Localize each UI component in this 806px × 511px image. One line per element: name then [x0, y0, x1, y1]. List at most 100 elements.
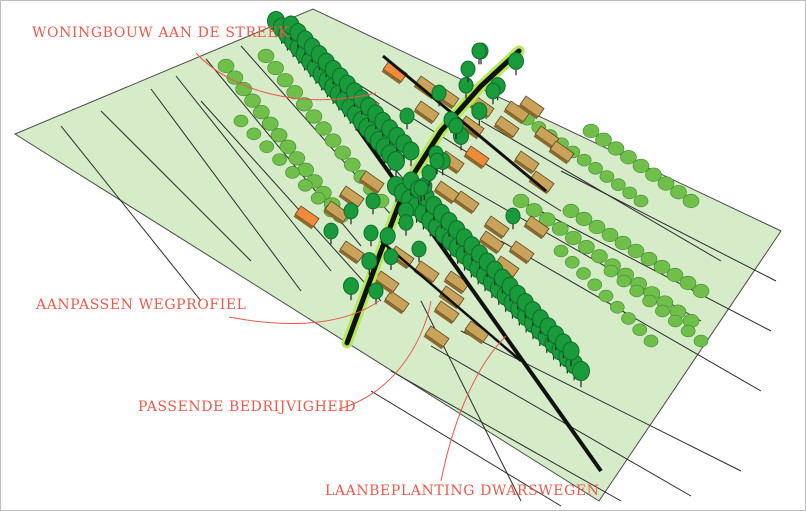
- hedge-icon: [525, 203, 543, 218]
- label-leader-lines: [195, 52, 507, 482]
- house-block-icon: [433, 300, 460, 325]
- leader-line: [195, 52, 377, 101]
- hedge-icon: [632, 158, 650, 174]
- hedge-icon: [551, 221, 569, 236]
- tree-icon: [508, 52, 524, 76]
- tree-icon: [402, 141, 420, 167]
- cross-road: [382, 54, 547, 193]
- hedge-icon: [653, 259, 671, 275]
- hedge-icon: [564, 256, 580, 269]
- hedge-icon: [680, 324, 696, 338]
- hedge-icon: [666, 267, 684, 283]
- tree-icon: [562, 341, 580, 367]
- hedge-icon: [609, 300, 625, 314]
- tree-icon: [361, 252, 378, 276]
- hedge-icon: [610, 178, 626, 191]
- tree-icon: [323, 222, 339, 245]
- hedge-icon: [226, 70, 244, 85]
- hedge-icon: [627, 243, 645, 259]
- tree-icon: [411, 240, 427, 263]
- house-block-icon: [423, 325, 450, 350]
- hedge-icon: [640, 251, 658, 267]
- tree-icon: [387, 150, 405, 178]
- tree-icon: [429, 152, 445, 175]
- house-block-icon: [373, 270, 400, 295]
- house-block-icon: [463, 145, 490, 170]
- field-line: [430, 345, 692, 497]
- hedge-icon: [588, 219, 606, 235]
- hedge-icon: [693, 334, 709, 348]
- hedge-icon: [575, 211, 593, 227]
- hedge-icon: [259, 140, 275, 153]
- hedge-icon: [562, 203, 580, 219]
- house-block-icon: [358, 170, 385, 195]
- house-block-icon: [413, 100, 440, 125]
- field-line: [100, 110, 252, 262]
- hedge-icon: [565, 230, 582, 246]
- tree-icon: [383, 248, 399, 271]
- hedge-icon: [285, 166, 300, 179]
- tree-rows: [267, 10, 590, 388]
- hedge-icon: [621, 312, 636, 325]
- field-line: [480, 120, 722, 262]
- hedge-icon: [288, 151, 306, 166]
- house-block-icon: [483, 215, 510, 240]
- hedge-icon: [315, 121, 332, 136]
- field-line: [560, 170, 777, 282]
- tree-icon: [399, 107, 415, 130]
- hedge-icon: [270, 128, 288, 143]
- tree-icon: [365, 192, 381, 215]
- hedge-icon: [667, 314, 683, 328]
- hedge-icon: [261, 116, 279, 131]
- hedge-icon: [598, 289, 614, 303]
- tree-icon: [448, 117, 464, 140]
- hedge-icon: [595, 132, 612, 147]
- house-block-icon: [548, 140, 575, 165]
- hedge-icon: [538, 212, 556, 227]
- hedge-icon: [553, 244, 569, 258]
- hedge-icon: [244, 93, 261, 108]
- hedge-icon: [253, 105, 270, 120]
- hedge-icon: [297, 162, 314, 177]
- tree-icon: [471, 102, 488, 126]
- hedge-icon: [642, 294, 657, 308]
- tree-icon: [398, 214, 414, 236]
- hedge-icon: [324, 133, 342, 148]
- hedge-icon: [622, 186, 637, 200]
- house-block-icon: [508, 240, 535, 265]
- hedge-icon: [599, 170, 615, 183]
- label-woningbouw: WONINGBOUW AAN DE STREEK: [32, 25, 290, 41]
- hedge-icon: [632, 323, 648, 336]
- field-line: [200, 100, 382, 302]
- hedge-icon: [607, 141, 625, 156]
- leader-line: [228, 300, 380, 325]
- hedge-icon: [616, 274, 632, 288]
- hedge-icon: [655, 304, 670, 318]
- label-laanbeplanting: LAANBEPLANTING DWARSWEGEN: [325, 483, 600, 499]
- hedge-icon: [310, 191, 326, 205]
- hedge-icon: [620, 150, 637, 165]
- house-block-icon: [493, 115, 520, 140]
- field-line: [390, 370, 622, 502]
- hedge-icon: [587, 278, 603, 291]
- field-line: [150, 88, 302, 292]
- hedge-icon: [578, 240, 595, 255]
- hedge-icon: [297, 179, 313, 192]
- house-block-icon: [518, 95, 545, 120]
- hedge-icon: [233, 114, 249, 128]
- hedge-icon: [588, 162, 603, 175]
- hedge-icon: [692, 283, 710, 299]
- hedge-icon: [614, 235, 632, 251]
- hedge-icon: [633, 194, 649, 208]
- field-line: [60, 125, 202, 302]
- hedge-icon: [512, 193, 530, 209]
- tree-icon: [379, 227, 396, 251]
- hedge-icon: [643, 334, 659, 348]
- tree-icon: [505, 207, 521, 230]
- cross-road: [380, 240, 522, 362]
- hedge-icon: [246, 127, 262, 141]
- hedge-icon: [235, 81, 252, 97]
- hedge-icon: [670, 185, 687, 200]
- house-block-icon: [381, 60, 408, 85]
